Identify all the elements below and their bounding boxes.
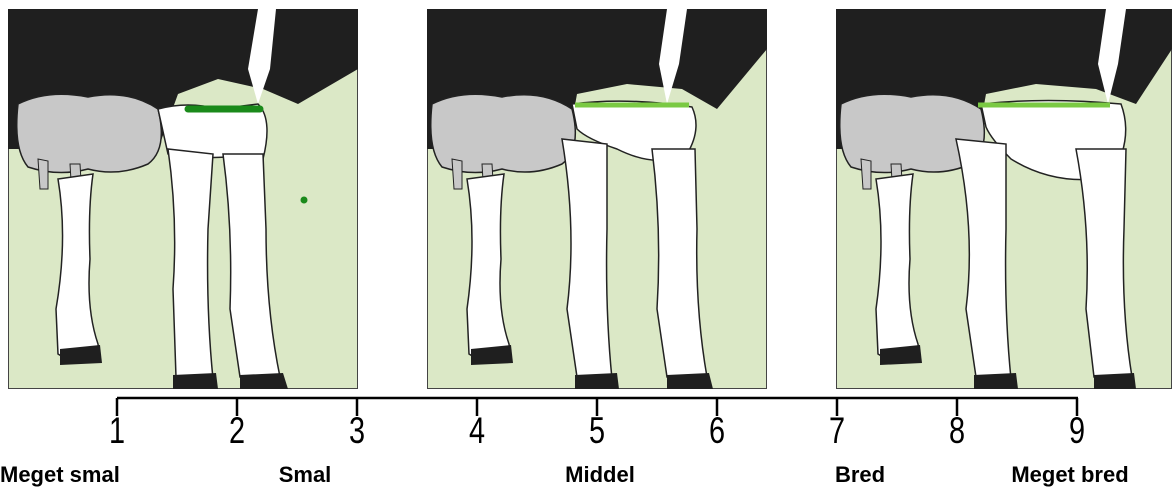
panel-wide [836,9,1172,389]
cow-rear-illustration-narrow [8,9,358,389]
tick-label-8: 8 [941,412,972,449]
tick-label-9: 9 [1061,412,1092,449]
tick-label-7: 7 [821,412,852,449]
tick-label-2: 2 [221,412,252,449]
category-label-smal: Smal [255,464,355,486]
category-label-meget-smal: Meget smal [0,464,160,486]
tick-label-4: 4 [461,412,492,449]
category-label-middel: Middel [540,464,660,486]
cow-rear-illustration-medium [427,9,767,389]
tick-label-6: 6 [701,412,732,449]
category-label-bred: Bred [820,464,900,486]
cow-rear-illustration-wide [836,9,1172,389]
panel-narrow [8,9,358,389]
tick-label-1: 1 [101,412,132,449]
panel-medium [427,9,767,389]
category-label-meget-bred: Meget bred [990,464,1150,486]
tick-label-5: 5 [581,412,612,449]
tick-label-3: 3 [341,412,372,449]
